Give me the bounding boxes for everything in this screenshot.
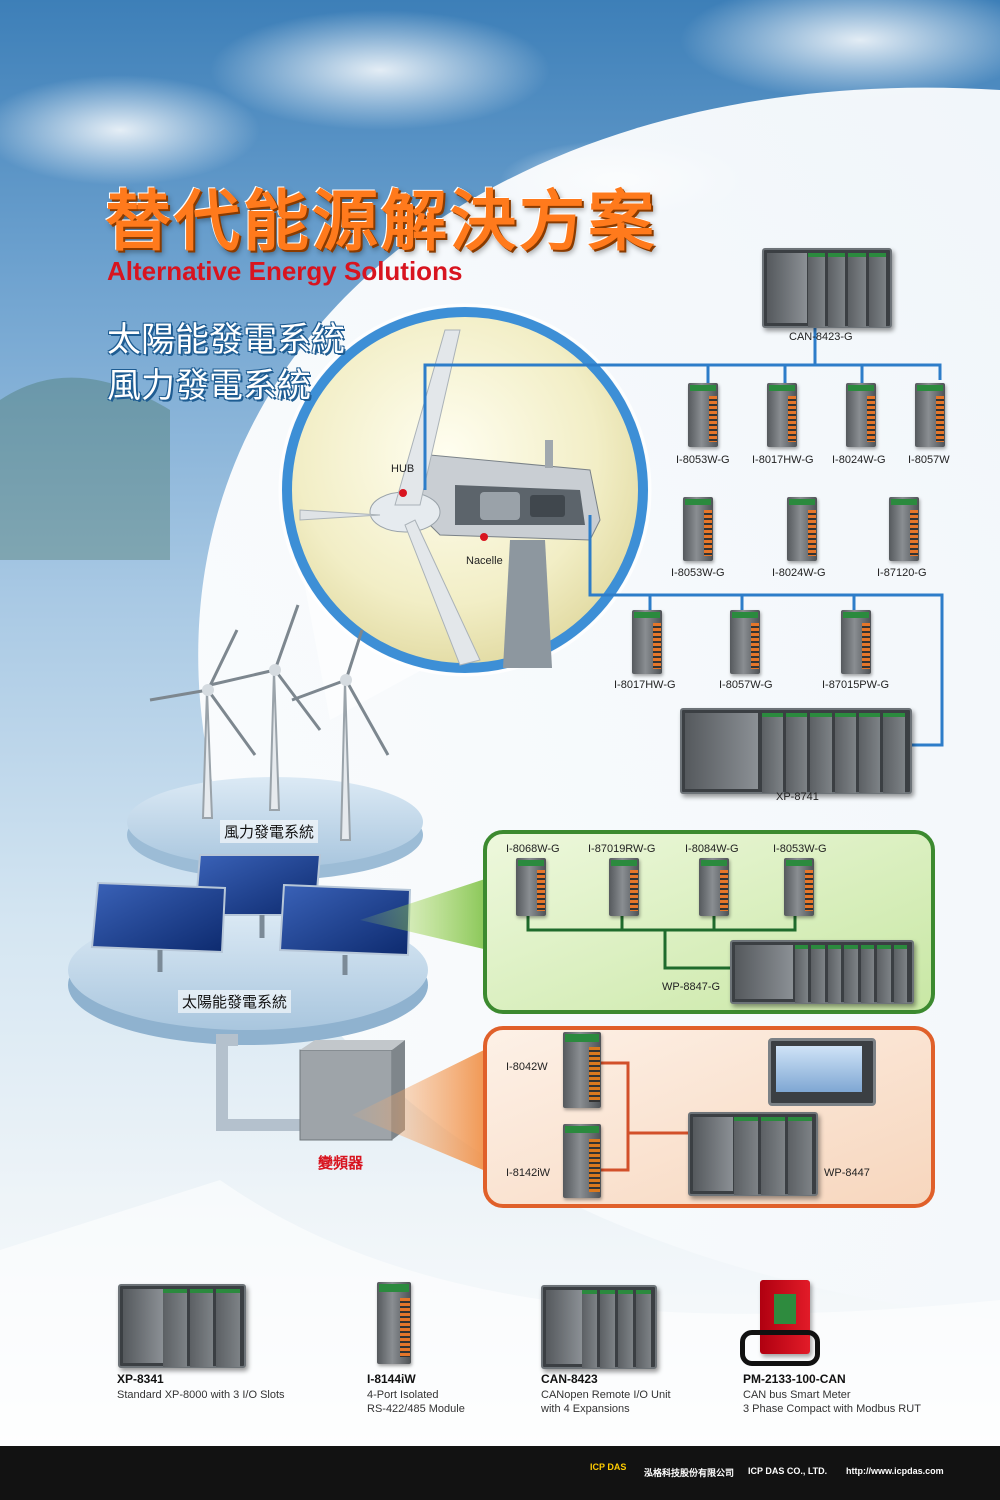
module-label: I-87019RW-G xyxy=(588,843,656,855)
page-title-en: Alternative Energy Solutions xyxy=(107,256,463,286)
can-8423-device xyxy=(541,1285,657,1369)
module-label: I-8017HW-G xyxy=(752,454,814,466)
wp-8847-g-device xyxy=(730,940,914,1004)
website-link[interactable]: http://www.icpdas.com xyxy=(846,1466,944,1476)
io-module-device xyxy=(688,383,718,447)
footer-bar xyxy=(0,1446,1000,1500)
module-label: I-8042W xyxy=(506,1061,548,1073)
module-label: I-8053W-G xyxy=(773,843,827,855)
solar-platform-label: 太陽能發電系統 xyxy=(178,990,292,1013)
io-module-device xyxy=(683,497,713,561)
inverter-label: 變頻器 xyxy=(318,1155,364,1172)
io-module-device xyxy=(377,1282,411,1364)
module-label: I-8084W-G xyxy=(685,843,739,855)
hub-label: HUB xyxy=(391,463,415,475)
product-desc: 4-Port Isolated xyxy=(367,1389,439,1401)
io-module-device xyxy=(841,610,871,674)
subtitle-wind: 風力發電系統 xyxy=(107,366,311,406)
product-desc: CAN bus Smart Meter xyxy=(743,1389,851,1401)
io-module-device xyxy=(563,1124,601,1198)
product-name: XP-8341 xyxy=(117,1372,164,1386)
io-module-device xyxy=(699,858,729,916)
company-name-en: ICP DAS CO., LTD. xyxy=(748,1466,828,1476)
io-module-device xyxy=(730,610,760,674)
product-name: I-8144iW xyxy=(367,1372,416,1386)
wp-8447-device xyxy=(688,1112,818,1196)
module-label: I-8053W-G xyxy=(671,567,725,579)
module-label: I-8068W-G xyxy=(506,843,560,855)
can-8423-g-device xyxy=(762,248,892,328)
product-name: CAN-8423 xyxy=(541,1372,598,1386)
io-module-device xyxy=(767,383,797,447)
pm-2133-device xyxy=(760,1280,810,1354)
xp-8741-label: XP-8741 xyxy=(776,791,819,803)
module-label: I-8024W-G xyxy=(832,454,886,466)
product-desc: RS-422/485 Module xyxy=(367,1403,465,1415)
nacelle-label: Nacelle xyxy=(466,555,503,567)
io-module-device xyxy=(563,1032,601,1108)
module-label: I-8142iW xyxy=(506,1167,551,1179)
io-module-device xyxy=(846,383,876,447)
wp-8847-g-label: WP-8847-G xyxy=(662,981,721,993)
product-desc: with 4 Expansions xyxy=(541,1403,630,1415)
module-label: I-8057W-G xyxy=(719,679,773,691)
io-module-device xyxy=(889,497,919,561)
product-desc: CANopen Remote I/O Unit xyxy=(541,1389,671,1401)
current-sensor-device xyxy=(740,1330,820,1366)
module-label: I-8053W-G xyxy=(676,454,730,466)
module-label: I-87120-G xyxy=(877,567,927,579)
company-name-zh: 泓格科技股份有限公司 xyxy=(644,1468,735,1478)
io-module-device xyxy=(784,858,814,916)
wp-8447-label: WP-8447 xyxy=(824,1167,870,1179)
can-8423-g-label: CAN-8423-G xyxy=(789,331,853,343)
xp-8741-device xyxy=(680,708,912,794)
icp-das-logo: ICP DAS xyxy=(590,1462,627,1472)
io-module-device xyxy=(516,858,546,916)
module-label: I-87015PW-G xyxy=(822,679,890,691)
page-title-zh: 替代能源解決方案 xyxy=(105,183,657,260)
module-label: I-8024W-G xyxy=(772,567,826,579)
xp-8341-device xyxy=(118,1284,246,1368)
module-label: I-8017HW-G xyxy=(614,679,676,691)
product-name: PM-2133-100-CAN xyxy=(743,1372,846,1386)
io-module-device xyxy=(632,610,662,674)
product-desc: Standard XP-8000 with 3 I/O Slots xyxy=(117,1389,285,1401)
io-module-device xyxy=(915,383,945,447)
touch-panel-device xyxy=(768,1038,876,1106)
wind-platform-label: 風力發電系統 xyxy=(220,820,319,843)
product-desc: 3 Phase Compact with Modbus RUT xyxy=(743,1403,921,1415)
subtitle-solar: 太陽能發電系統 xyxy=(107,320,345,360)
io-module-device xyxy=(787,497,817,561)
module-label: I-8057W xyxy=(908,454,950,466)
io-module-device xyxy=(609,858,639,916)
